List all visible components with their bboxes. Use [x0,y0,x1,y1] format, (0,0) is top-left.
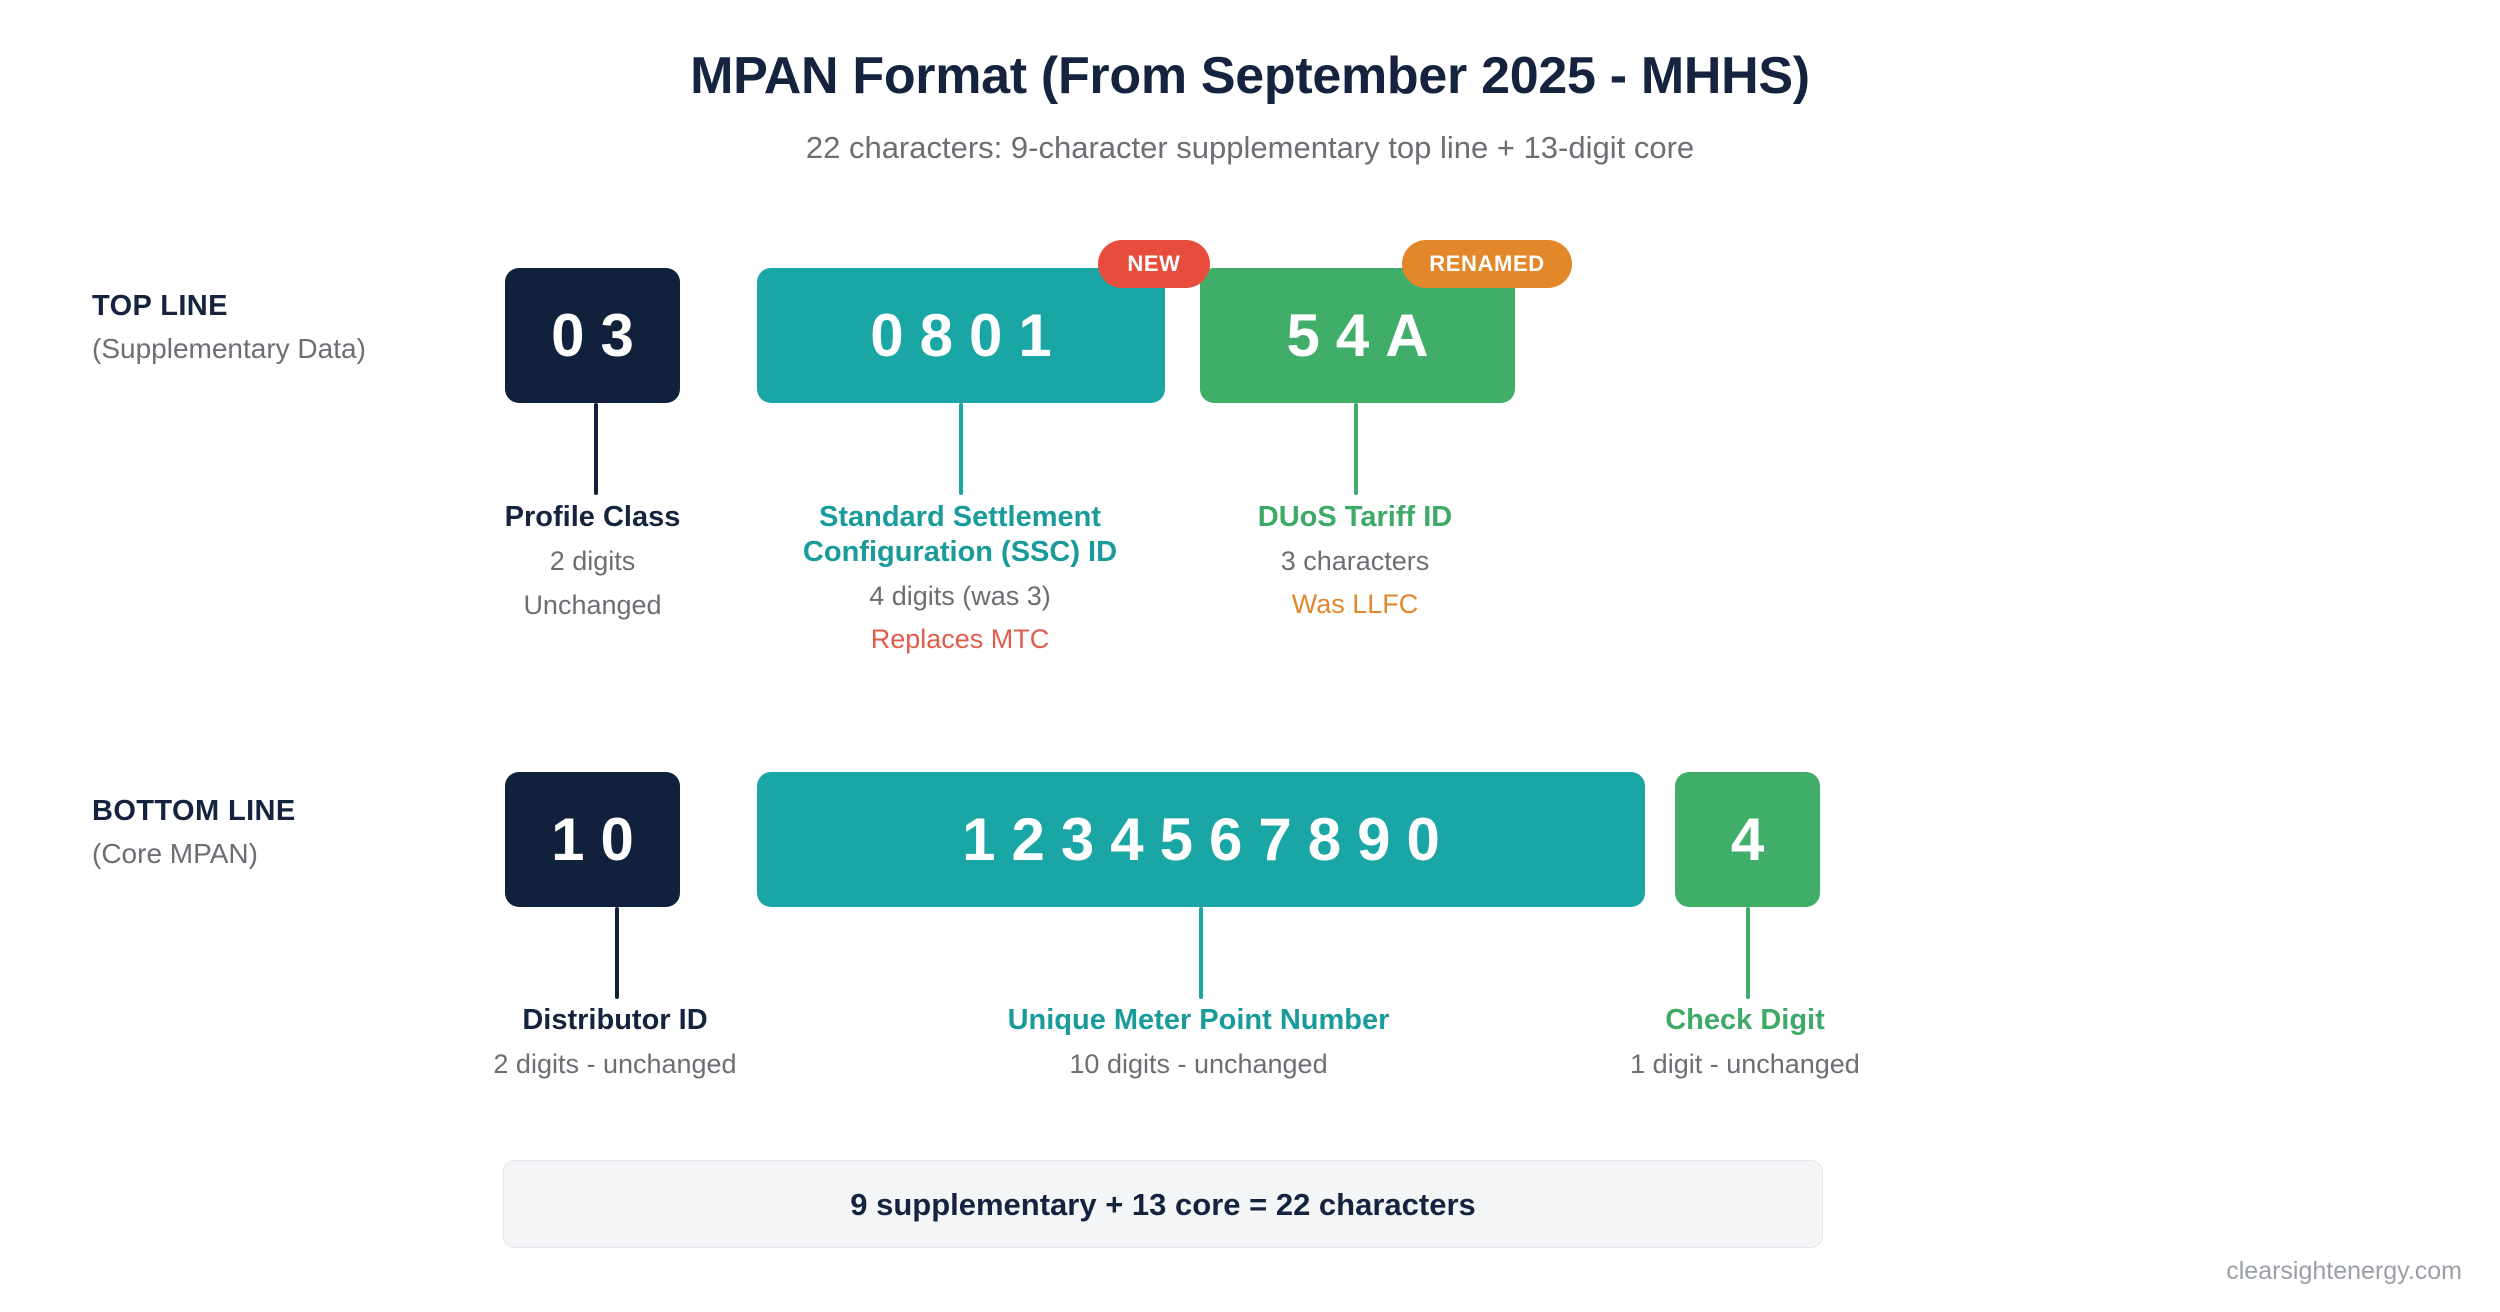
summary-bar: 9 supplementary + 13 core = 22 character… [503,1160,1823,1248]
caption-duos-title: DUoS Tariff ID [1257,501,1453,533]
caption-meter-point: Unique Meter Point Number 10 digits - un… [941,1003,1456,1082]
caption-distributor: Distributor ID 2 digits - unchanged [440,1003,790,1082]
caption-meter-point-line: 10 digits - unchanged [1069,1048,1328,1079]
bottom-line-label-main: BOTTOM LINE [92,795,296,827]
caption-profile-class-note: Unchanged [523,590,662,621]
top-segment-profile-class-box[interactable]: 03 [505,268,680,403]
top-line-label-main: TOP LINE [92,290,228,322]
caption-meter-point-title: Unique Meter Point Number [1007,1004,1390,1036]
caption-distributor-title: Distributor ID [522,1004,708,1036]
bottom-segment-check-digit-box[interactable]: 4 [1675,772,1820,907]
footer-source: clearsightenergy.com [2226,1257,2462,1285]
caption-duos-line: 3 characters [1280,545,1430,576]
bottom-segment-check-digit-value: 4 [1730,805,1781,873]
connector-check-digit [1746,907,1750,999]
caption-ssc-title: Standard Settlement Configuration (SSC) … [802,501,1118,568]
bottom-line-label-sub: (Core MPAN) [92,838,258,870]
bottom-segment-distributor-value: 10 [551,805,650,873]
bottom-segment-distributor-box[interactable]: 10 [505,772,680,907]
connector-profile-class [594,403,598,495]
top-segment-duos-value: 54A [1286,301,1445,369]
caption-check-digit: Check Digit 1 digit - unchanged [1570,1003,1920,1082]
caption-profile-class: Profile Class 2 digits Unchanged [430,500,755,624]
page-subtitle: 22 characters: 9-character supplementary… [805,130,1695,166]
summary-text: 9 supplementary + 13 core = 22 character… [850,1186,1476,1222]
caption-ssc-line: 4 digits (was 3) [869,580,1051,611]
top-segment-duos-box[interactable]: 54A [1200,268,1515,403]
badge-renamed: RENAMED [1402,240,1572,288]
top-segment-profile-class-value: 03 [551,301,650,369]
caption-ssc-note: Replaces MTC [870,624,1050,655]
top-segment-ssc-value: 0801 [870,301,1068,369]
page-header: MPAN Format (From September 2025 - MHHS)… [0,47,2500,166]
connector-ssc [959,403,963,495]
connector-distributor [615,907,619,999]
bottom-segment-meter-point-value: 1234567890 [962,805,1456,873]
connector-duos [1354,403,1358,495]
connector-meter-point [1199,907,1203,999]
caption-check-digit-line: 1 digit - unchanged [1630,1048,1860,1079]
caption-distributor-line: 2 digits - unchanged [493,1048,737,1079]
top-line-row-label: TOP LINE (Supplementary Data) [92,290,512,366]
caption-ssc: Standard Settlement Configuration (SSC) … [740,500,1180,657]
bottom-segment-meter-point-box[interactable]: 1234567890 [757,772,1645,907]
caption-profile-class-line: 2 digits [549,545,636,576]
caption-check-digit-title: Check Digit [1665,1004,1825,1036]
caption-duos: DUoS Tariff ID 3 characters Was LLFC [1185,500,1525,623]
caption-profile-class-title: Profile Class [504,501,681,533]
caption-duos-note: Was LLFC [1291,589,1419,620]
page-title: MPAN Format (From September 2025 - MHHS) [690,47,1810,105]
badge-new: NEW [1098,240,1210,288]
bottom-line-row-label: BOTTOM LINE (Core MPAN) [92,795,512,871]
top-line-label-sub: (Supplementary Data) [92,333,366,365]
top-segment-ssc-box[interactable]: 0801 [757,268,1165,403]
